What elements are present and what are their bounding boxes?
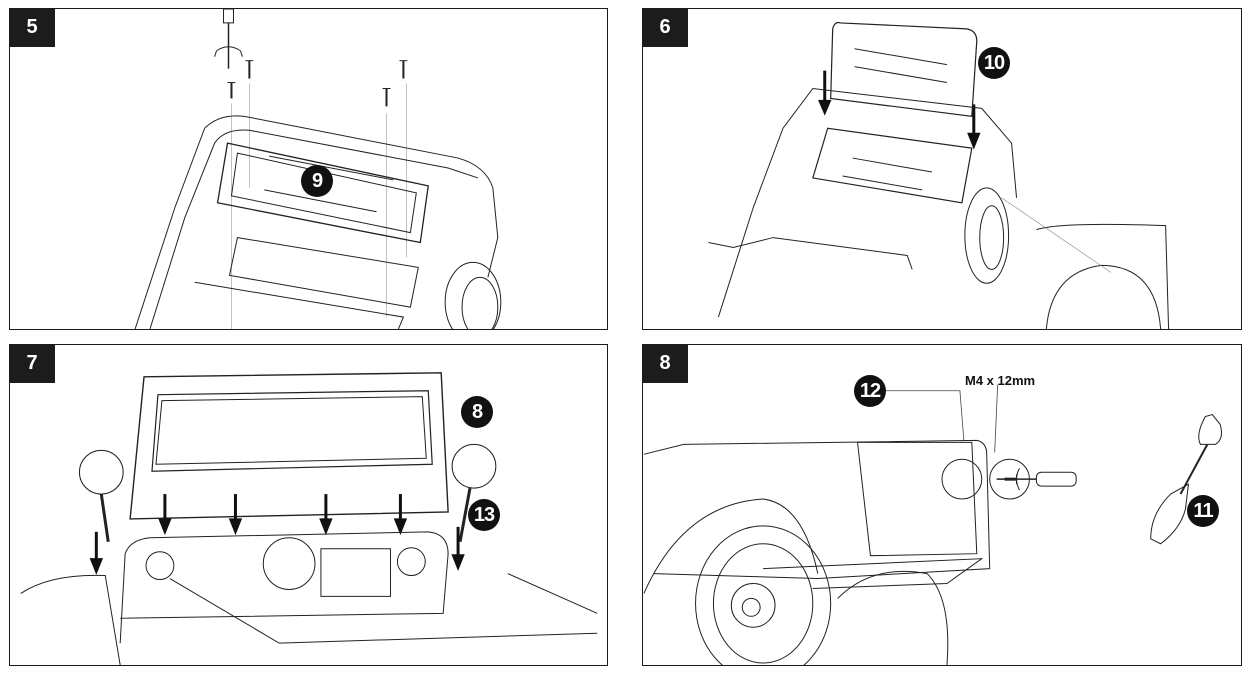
screw-icon: [1005, 474, 1017, 484]
part-callout-10: 10: [978, 47, 1010, 79]
step-number-badge: 8: [643, 345, 688, 383]
step-8-illustration: [643, 345, 1241, 665]
mirror-icon: [79, 444, 495, 541]
screwdriver-icon: [215, 9, 243, 69]
step-number-badge: 6: [643, 9, 688, 47]
step-5-panel: 5 9: [9, 8, 608, 330]
step-5-illustration: [10, 9, 607, 329]
step-7-illustration: [10, 345, 607, 665]
part-callout-13: 13: [468, 499, 500, 531]
step-number-badge: 5: [10, 9, 55, 47]
windshield-icon: [130, 373, 448, 519]
step-8-panel: 8 12 11 M4 x 12mm: [642, 344, 1242, 666]
vehicle-rear: [644, 440, 1030, 665]
part-callout-8: 8: [461, 396, 493, 428]
step-6-illustration: [643, 9, 1241, 329]
screw-icon: [228, 61, 408, 107]
screw-size-label: M4 x 12mm: [965, 373, 1036, 388]
step-7-panel: 7 8 13: [9, 344, 608, 666]
step-number-badge: 7: [10, 345, 55, 383]
shovel-icon: [1151, 415, 1222, 544]
dashboard: [21, 532, 597, 665]
vehicle-body: [135, 116, 501, 329]
arrow-down-icon: [819, 71, 980, 149]
seat: [813, 23, 977, 203]
part-callout-9: 9: [301, 165, 333, 197]
vehicle-body: [708, 89, 1168, 329]
part-callout-11: 11: [1187, 495, 1219, 527]
step-6-panel: 6 10: [642, 8, 1242, 330]
arrow-down-icon: [90, 494, 464, 574]
part-callout-12: 12: [854, 375, 886, 407]
